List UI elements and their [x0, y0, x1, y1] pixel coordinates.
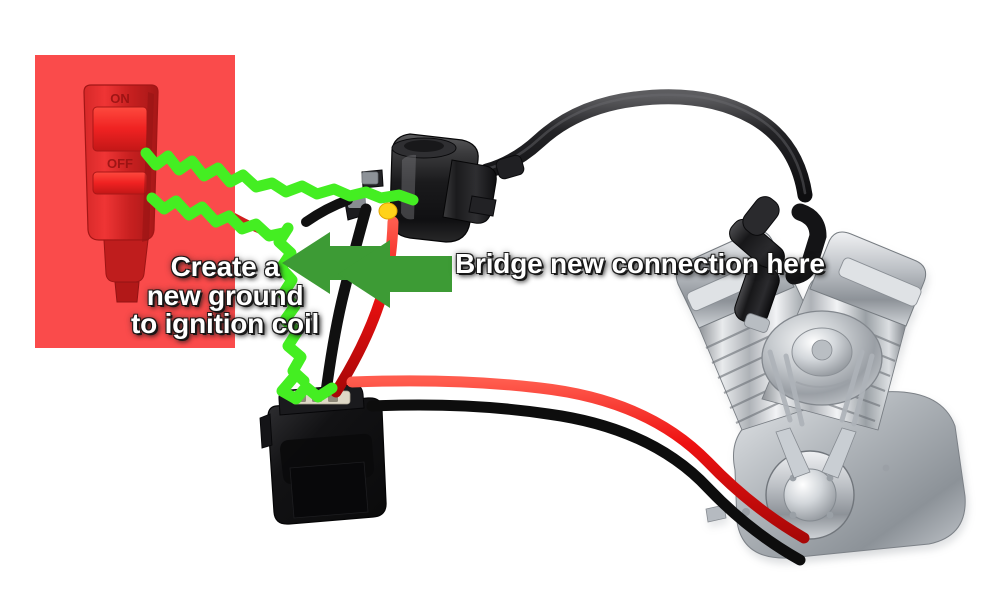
ht-lead — [479, 89, 813, 203]
green-highlighter-path — [140, 147, 419, 405]
cdi-box — [259, 384, 387, 525]
arrow-to-coil-connection — [338, 240, 452, 308]
engine-red-wire — [346, 375, 810, 544]
spark-plug-boot — [729, 196, 827, 333]
kill-switch-on-label: ON — [110, 91, 130, 106]
kill-switch-off-label: OFF — [107, 156, 133, 171]
coil-terminal — [378, 202, 398, 220]
engine-black-wire — [366, 399, 806, 566]
coil-black-wire — [320, 203, 372, 398]
handlebar-kill-switch[interactable]: ON OFF — [83, 84, 159, 303]
